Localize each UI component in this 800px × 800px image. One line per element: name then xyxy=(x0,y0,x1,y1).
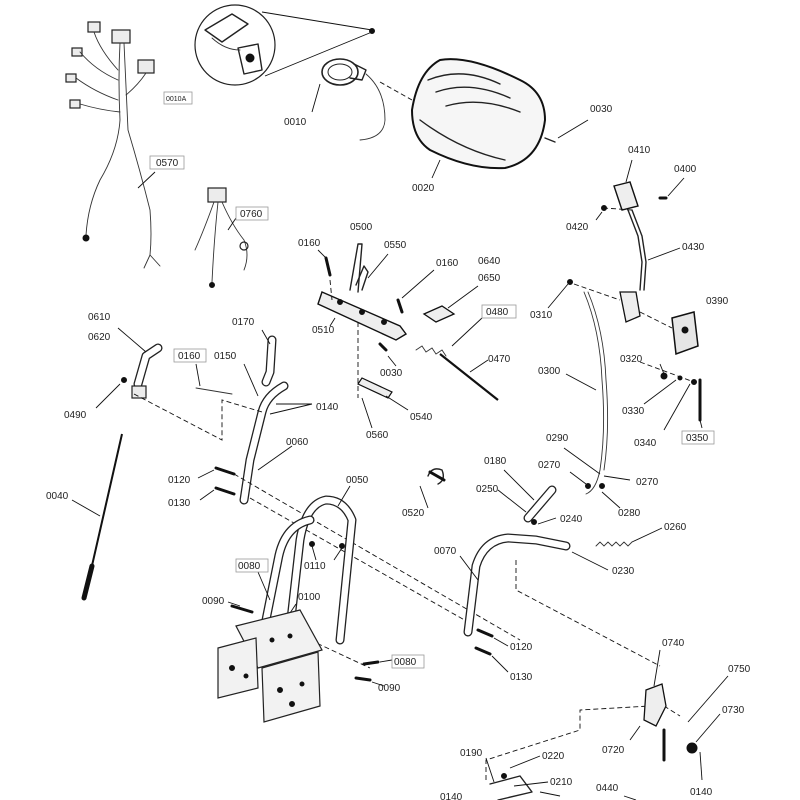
rod-0040 xyxy=(71,433,123,601)
part-label-0070: 0070 xyxy=(434,546,457,557)
part-label-0350: 0350 xyxy=(686,433,709,444)
part-label-0170: 0170 xyxy=(232,317,255,328)
part-label-0090-b: 0090 xyxy=(378,683,401,694)
headlight-detail-callout xyxy=(194,4,375,86)
part-label-0050: 0050 xyxy=(346,475,369,486)
part-label-0300: 0300 xyxy=(538,366,561,377)
part-label-0220: 0220 xyxy=(542,751,565,762)
upper-handle-tube xyxy=(197,329,313,505)
part-label-0280: 0280 xyxy=(618,508,641,519)
part-label-0490: 0490 xyxy=(64,410,87,421)
wire-harness-0570 xyxy=(65,21,161,269)
headlight-assembly xyxy=(311,58,386,141)
part-number-labels: 0010A 0010 0020 0030 0570 0760 0410 0400… xyxy=(46,91,751,800)
part-label-0560: 0560 xyxy=(366,430,389,441)
part-label-0390: 0390 xyxy=(706,296,729,307)
clip-0520 xyxy=(419,468,446,509)
part-label-0440: 0440 xyxy=(596,783,619,794)
part-label-0090-a: 0090 xyxy=(202,596,225,607)
part-label-0650: 0650 xyxy=(478,273,501,284)
part-label-0260: 0260 xyxy=(664,522,687,533)
part-label-0030-top: 0030 xyxy=(590,104,613,115)
part-label-0720: 0720 xyxy=(602,745,625,756)
part-label-0160-c: 0160 xyxy=(178,351,201,362)
part-label-0140-c: 0140 xyxy=(440,792,463,800)
part-label-0750: 0750 xyxy=(728,664,751,675)
part-label-0190: 0190 xyxy=(460,748,483,759)
part-label-0080-b: 0080 xyxy=(394,657,417,668)
part-label-0140-b: 0140 xyxy=(690,787,713,798)
part-label-0740: 0740 xyxy=(662,638,685,649)
part-label-0400: 0400 xyxy=(674,164,697,175)
wire-harness-0760 xyxy=(194,187,249,288)
part-label-0210: 0210 xyxy=(550,777,573,788)
part-label-0270-b: 0270 xyxy=(636,477,659,488)
lower-handle-frame xyxy=(227,485,357,645)
part-label-0110: 0110 xyxy=(304,561,326,572)
part-label-0130-a: 0130 xyxy=(168,498,191,509)
part-label-0250: 0250 xyxy=(476,484,499,495)
part-label-0060: 0060 xyxy=(286,437,309,448)
part-label-0550: 0550 xyxy=(384,240,407,251)
part-label-0310: 0310 xyxy=(530,310,553,321)
part-label-0470: 0470 xyxy=(488,354,511,365)
part-label-0430: 0430 xyxy=(682,242,705,253)
part-label-0180: 0180 xyxy=(484,456,507,467)
handle-grip-0610 xyxy=(95,327,259,409)
part-label-0510: 0510 xyxy=(312,325,335,336)
part-label-0160-b: 0160 xyxy=(436,258,459,269)
part-label-0760: 0760 xyxy=(240,209,263,220)
shift-lever-assembly xyxy=(595,159,703,431)
part-label-0520: 0520 xyxy=(402,508,425,519)
part-label-0130-b: 0130 xyxy=(510,672,533,683)
part-label-0320: 0320 xyxy=(620,354,643,365)
part-label-0290: 0290 xyxy=(546,433,569,444)
part-label-0030-mid: 0030 xyxy=(380,368,403,379)
part-label-0140-a: 0140 xyxy=(316,402,339,413)
part-label-0340: 0340 xyxy=(634,438,657,449)
part-label-0570: 0570 xyxy=(156,158,179,169)
part-label-0610: 0610 xyxy=(88,312,111,323)
part-label-0100: 0100 xyxy=(298,592,321,603)
control-panel-assembly xyxy=(317,243,499,429)
part-label-0500: 0500 xyxy=(350,222,373,233)
part-label-0620: 0620 xyxy=(88,332,111,343)
part-label-0240: 0240 xyxy=(560,514,583,525)
part-label-0010A: 0010A xyxy=(166,96,187,103)
part-label-0640: 0640 xyxy=(478,256,501,267)
part-label-0270-a: 0270 xyxy=(538,460,561,471)
part-label-0040: 0040 xyxy=(46,491,69,502)
part-label-0480: 0480 xyxy=(486,307,509,318)
mounting-plates xyxy=(217,609,393,723)
part-label-0730: 0730 xyxy=(722,705,745,716)
part-label-0330: 0330 xyxy=(622,406,645,417)
control-cable xyxy=(547,279,631,509)
part-label-0010: 0010 xyxy=(284,117,307,128)
lower-right-assembly xyxy=(485,649,729,800)
part-label-0410: 0410 xyxy=(628,145,651,156)
part-label-0120-a: 0120 xyxy=(168,475,191,486)
part-label-0120-b: 0120 xyxy=(510,642,533,653)
part-label-0150: 0150 xyxy=(214,351,237,362)
part-label-0020: 0020 xyxy=(412,183,435,194)
part-label-0540: 0540 xyxy=(410,412,433,423)
right-handle-tube xyxy=(459,469,663,673)
part-label-0420: 0420 xyxy=(566,222,589,233)
part-label-0230: 0230 xyxy=(612,566,635,577)
engine-cover xyxy=(379,58,589,179)
assembly-guide-lines xyxy=(133,393,681,780)
part-label-0160-a: 0160 xyxy=(298,238,321,249)
part-label-0080-a: 0080 xyxy=(238,561,261,572)
